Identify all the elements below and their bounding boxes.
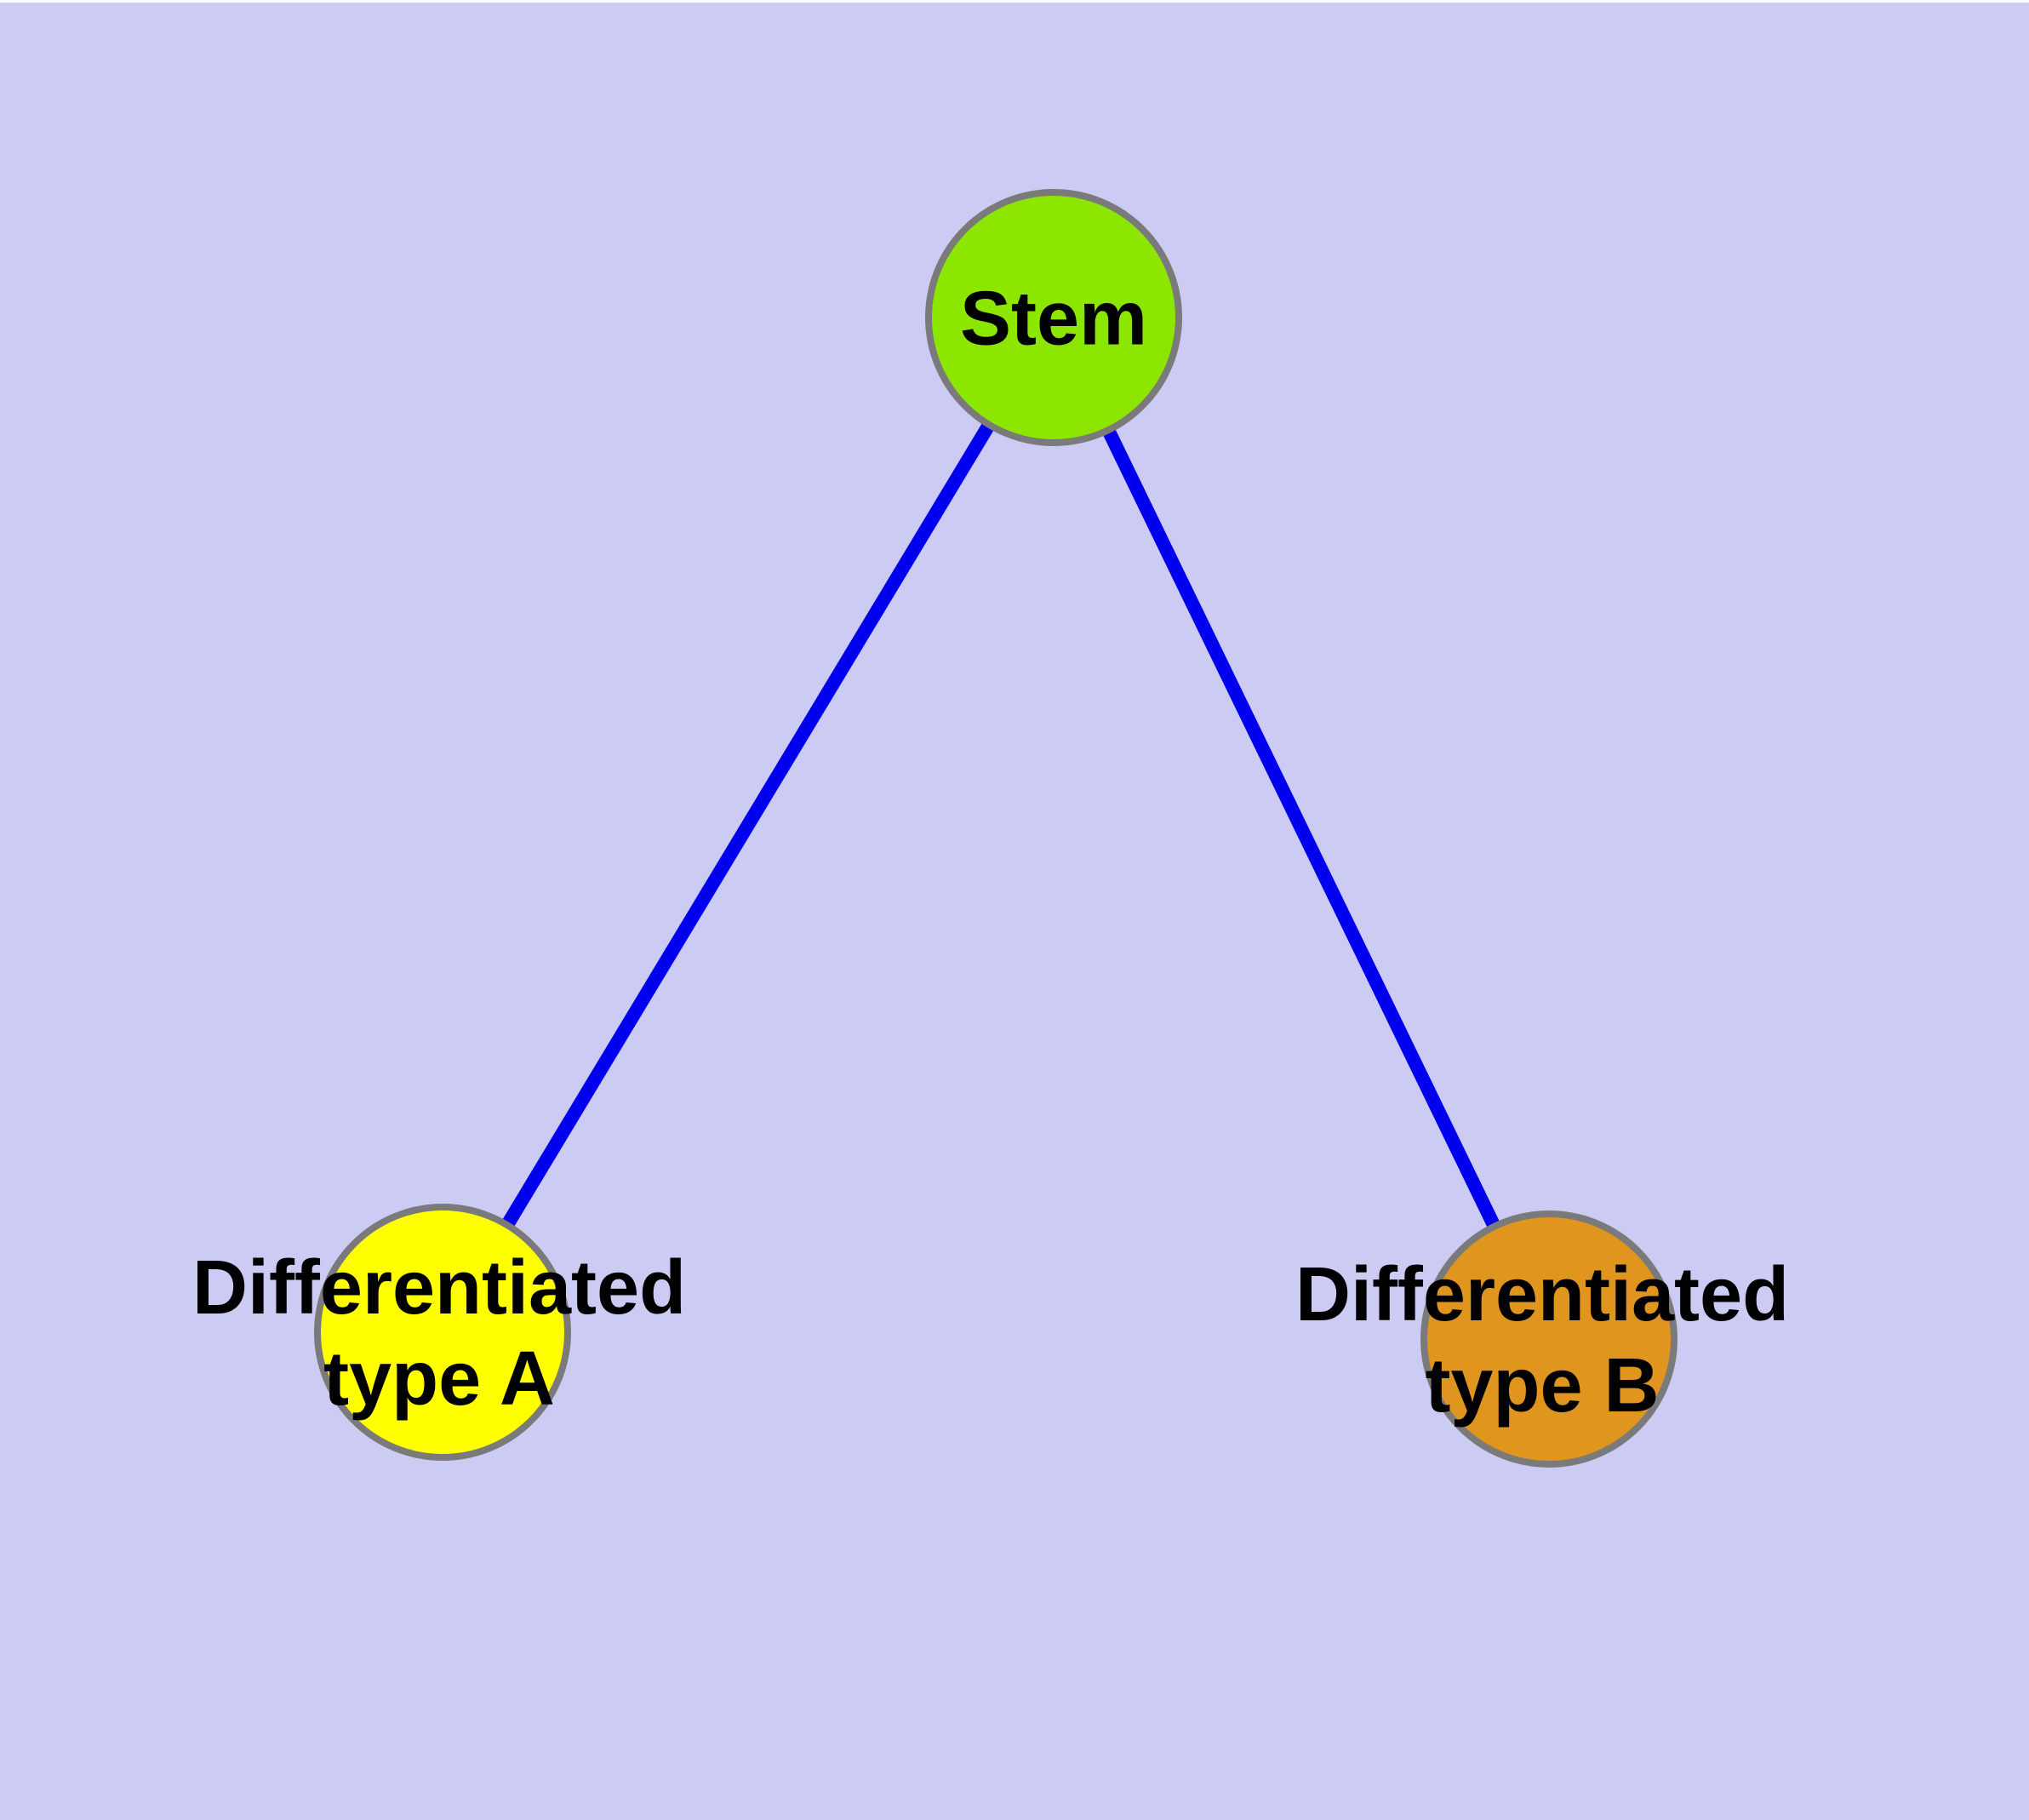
- edge-stem-to-type-b: [1047, 314, 1556, 1342]
- node-stem: [925, 189, 1182, 446]
- node-differentiated-type-a: [314, 1204, 571, 1461]
- node-label-stem: Stem: [959, 276, 1148, 362]
- node-label-differentiated-type-a: Differentiated type A: [191, 1245, 687, 1422]
- edge-stem-to-type-a: [437, 313, 1060, 1336]
- node-differentiated-type-b: [1420, 1210, 1677, 1468]
- node-label-differentiated-type-b: Differentiated type B: [1295, 1252, 1790, 1428]
